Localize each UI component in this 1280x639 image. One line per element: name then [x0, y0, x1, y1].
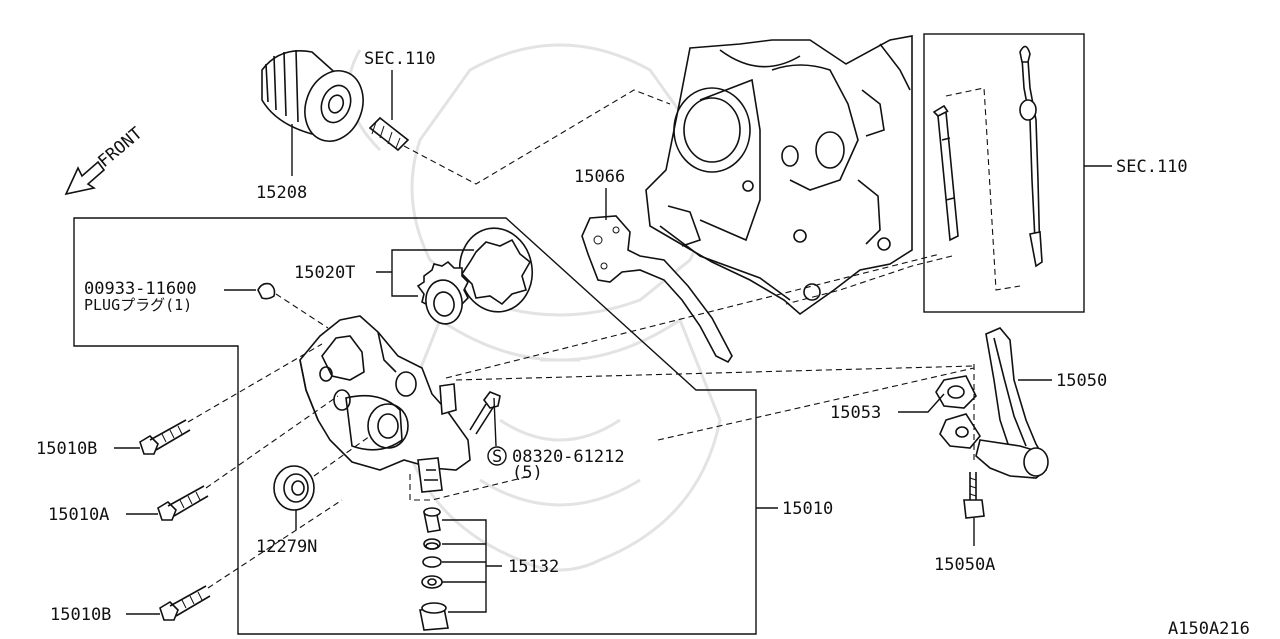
- oil-filter-15208[interactable]: [261, 49, 373, 149]
- oil-pump-body-15010[interactable]: [299, 315, 471, 493]
- gasket-15066: [581, 215, 733, 364]
- relief-valve-parts-15132[interactable]: [419, 507, 449, 631]
- bolt-15050a[interactable]: [963, 472, 985, 519]
- label-sec110-top: SEC.110: [364, 49, 436, 69]
- figure-code: A150A216: [1168, 619, 1250, 639]
- front-indicator: FRONT: [64, 124, 146, 196]
- label-08320-61212: 08320-61212: [512, 447, 625, 467]
- label-15050a: 15050A: [934, 555, 995, 575]
- assembly-frame-15010: [73, 217, 757, 635]
- label-12279n: 12279N: [256, 537, 317, 557]
- label-sec110-right: SEC.110: [1116, 157, 1188, 177]
- bolt-15010b-bottom[interactable]: [159, 585, 211, 621]
- label-plug: PLUGプラグ(1): [84, 296, 192, 314]
- label-15208: 15208: [256, 183, 307, 203]
- label-15050: 15050: [1056, 371, 1107, 391]
- dipstick-tube: [932, 104, 959, 242]
- plug-00933-11600[interactable]: [257, 282, 276, 300]
- label-15132: 15132: [508, 557, 559, 577]
- label-15010a: 15010A: [48, 505, 109, 525]
- bolt-15010a[interactable]: [157, 485, 209, 521]
- label-00933-11600: 00933-11600: [84, 279, 197, 299]
- label-qty-5: (5): [512, 463, 543, 483]
- front-arrow-icon: [64, 160, 106, 196]
- label-15010b-bottom: 15010B: [50, 605, 111, 625]
- oil-strainer-15050[interactable]: [939, 327, 1049, 479]
- stud-connector: [368, 116, 410, 152]
- bolt-08320-61212[interactable]: [469, 391, 501, 435]
- gasket-15053[interactable]: [935, 375, 977, 409]
- dipstick-gauge: [1019, 45, 1043, 268]
- dipstick-box: [923, 33, 1085, 313]
- inner-gear-15020t[interactable]: [416, 260, 469, 327]
- bolt-15010b-top[interactable]: [139, 419, 191, 455]
- engine-block: [645, 35, 913, 316]
- label-15053: 15053: [830, 403, 881, 423]
- label-15066: 15066: [574, 167, 625, 187]
- front-label: FRONT: [94, 124, 146, 172]
- label-15020t: 15020T: [294, 263, 355, 283]
- label-15010b-top: 15010B: [36, 439, 97, 459]
- label-s-symbol: S: [492, 447, 502, 467]
- label-15010: 15010: [782, 499, 833, 519]
- oil-seal-12279n[interactable]: [273, 465, 315, 511]
